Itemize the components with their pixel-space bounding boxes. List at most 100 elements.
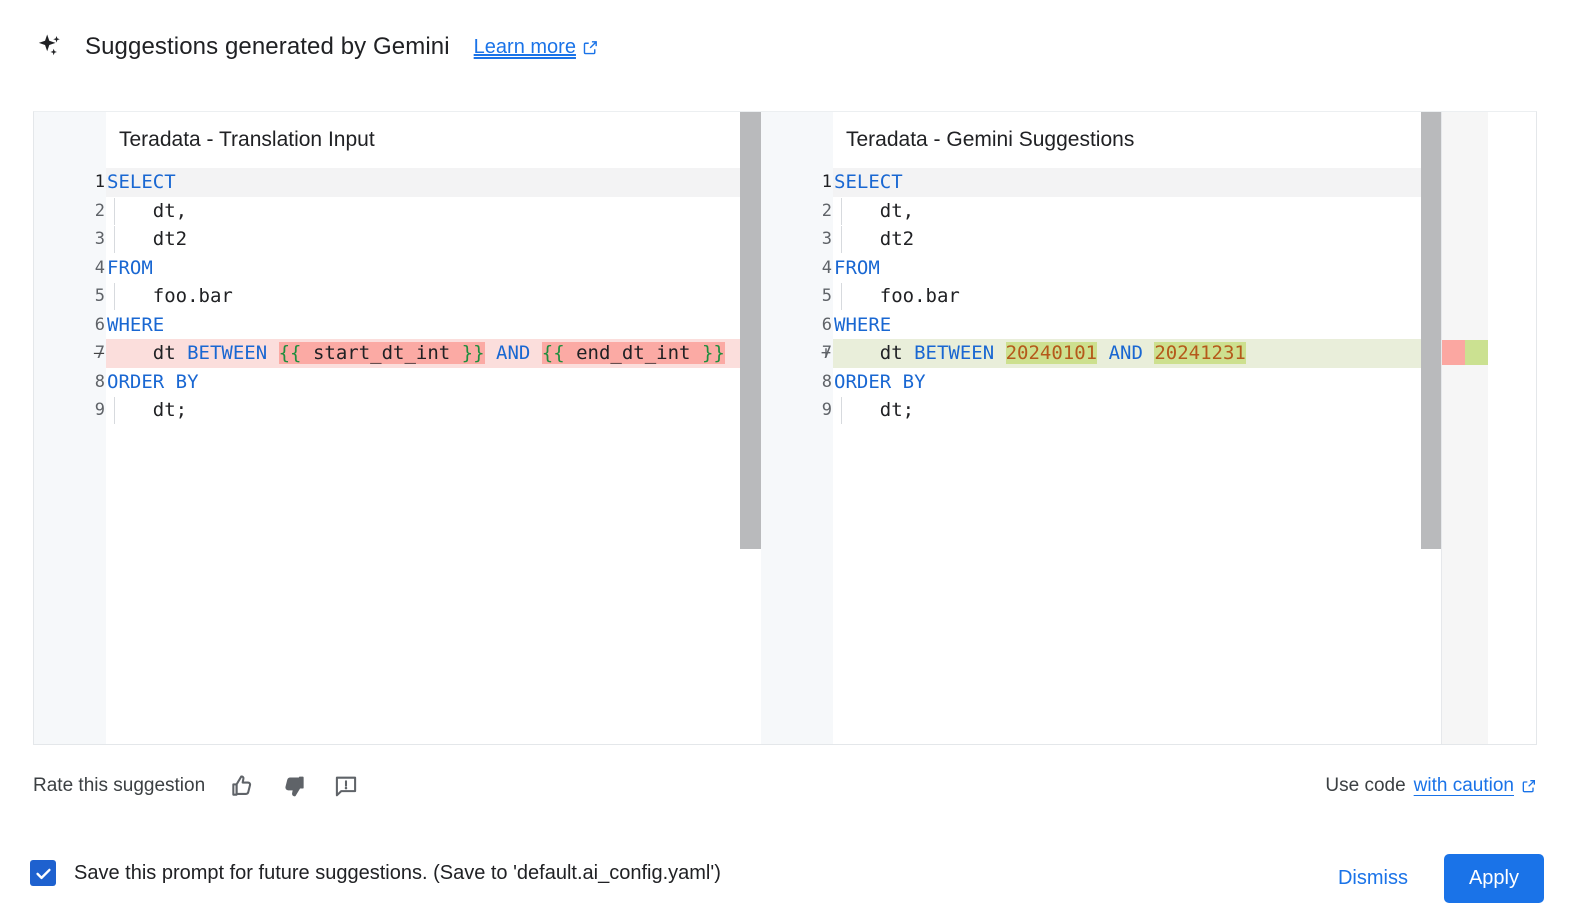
code-row[interactable]: dt, <box>833 197 1488 226</box>
report-feedback-icon[interactable] <box>331 771 361 801</box>
line-number: 8 <box>94 371 105 392</box>
code-row[interactable]: SELECT <box>833 168 1488 197</box>
footer-bar: Save this prompt for future suggestions.… <box>0 838 1574 918</box>
code-token: AND <box>496 342 531 364</box>
use-code-prefix: Use code <box>1325 775 1406 796</box>
save-prompt-checkbox[interactable] <box>30 860 56 886</box>
gutter-row: 5 <box>761 282 833 311</box>
code-token: dt, <box>107 199 188 222</box>
gutter-row: 9 <box>761 396 833 425</box>
ruler-mark-deleted <box>1442 340 1465 365</box>
code-line: foo.bar <box>106 282 233 311</box>
code-line: dt BETWEEN {{ start_dt_int }} AND {{ end… <box>106 339 725 368</box>
scrollbar-left[interactable] <box>740 112 761 744</box>
code-row[interactable]: dt; <box>106 396 761 425</box>
save-prompt-checkbox-group[interactable]: Save this prompt for future suggestions.… <box>30 860 721 886</box>
page-title: Suggestions generated by Gemini <box>85 33 450 60</box>
code-token: FROM <box>107 256 153 279</box>
gutter-row: 1 <box>34 168 106 197</box>
line-number: 3 <box>821 229 832 249</box>
indent-guide <box>114 397 115 424</box>
line-number: 2 <box>821 200 832 221</box>
code-row[interactable]: foo.bar <box>833 282 1488 311</box>
external-link-icon <box>582 39 599 56</box>
code-line: SELECT <box>106 168 176 197</box>
code-row[interactable]: dt2 <box>833 225 1488 254</box>
learn-more-link[interactable]: Learn more <box>474 36 599 59</box>
line-highlight <box>833 225 1488 254</box>
code-token: dt <box>834 342 915 364</box>
code-line: dt BETWEEN 20240101 AND 20241231 <box>833 339 1246 368</box>
rate-group: Rate this suggestion <box>33 764 361 808</box>
gutter-row: 4 <box>761 254 833 283</box>
thumb-up-icon[interactable] <box>227 771 257 801</box>
code-token <box>267 342 278 364</box>
line-number: 6 <box>821 314 832 335</box>
line-highlight <box>106 368 761 397</box>
gutter-row: 9 <box>34 396 106 425</box>
code-row[interactable]: WHERE <box>833 311 1488 340</box>
code-line: dt2 <box>833 225 914 254</box>
code-line: ORDER BY <box>833 368 926 397</box>
external-link-icon <box>1521 778 1537 794</box>
gutter-row: 8 <box>761 368 833 397</box>
code-row[interactable]: dt BETWEEN {{ start_dt_int }} AND {{ end… <box>106 339 761 368</box>
thumb-down-icon[interactable] <box>279 771 309 801</box>
code-token: WHERE <box>107 313 165 336</box>
code-row[interactable]: ORDER BY <box>833 368 1488 397</box>
line-highlight <box>106 254 761 283</box>
gutter-row: 2 <box>34 197 106 226</box>
line-number: 3 <box>94 229 105 249</box>
with-caution-link[interactable]: with caution <box>1413 775 1514 796</box>
line-number: 4 <box>94 257 105 278</box>
rate-label: Rate this suggestion <box>33 775 206 796</box>
code-token: }} <box>701 342 725 364</box>
code-token: dt2 <box>107 228 188 250</box>
rate-bar: Rate this suggestion Use code with cauti… <box>33 764 1537 808</box>
code-token: WHERE <box>834 313 892 336</box>
gutter-row: 1 <box>761 168 833 197</box>
scrollbar-right[interactable] <box>1421 112 1442 744</box>
line-number: 7 <box>94 343 105 363</box>
code-row[interactable]: ORDER BY <box>106 368 761 397</box>
code-token: 20241231 <box>1154 342 1246 364</box>
gemini-header: Suggestions generated by Gemini Learn mo… <box>33 24 599 70</box>
gutter-row: 6 <box>761 311 833 340</box>
gutter-row: 5 <box>34 282 106 311</box>
scrollbar-thumb-left[interactable] <box>740 112 761 549</box>
line-number: 4 <box>821 257 832 278</box>
line-highlight <box>833 197 1488 226</box>
line-highlight <box>106 168 761 197</box>
scrollbar-thumb-right[interactable] <box>1421 112 1442 549</box>
code-row[interactable]: FROM <box>833 254 1488 283</box>
code-row[interactable]: dt, <box>106 197 761 226</box>
code-row[interactable]: WHERE <box>106 311 761 340</box>
overview-ruler[interactable] <box>1441 112 1488 744</box>
code-row[interactable]: SELECT <box>106 168 761 197</box>
line-highlight <box>106 225 761 254</box>
gutter-row: 3 <box>761 225 833 254</box>
code-token: 20240101 <box>1005 342 1098 364</box>
code-token: SELECT <box>107 171 176 193</box>
code-line: dt; <box>106 396 187 425</box>
diff-sign: + <box>820 343 832 363</box>
code-row[interactable]: dt BETWEEN 20240101 AND 20241231 <box>833 339 1488 368</box>
learn-more-label: Learn more <box>473 35 576 58</box>
gutter-row: 2 <box>761 197 833 226</box>
line-highlight <box>833 396 1488 425</box>
code-row[interactable]: dt2 <box>106 225 761 254</box>
use-code-caution: Use code with caution <box>1325 764 1537 808</box>
code-row[interactable]: dt; <box>833 396 1488 425</box>
code-token: dt; <box>107 399 188 421</box>
code-token <box>994 342 1005 364</box>
code-row[interactable]: foo.bar <box>106 282 761 311</box>
code-line: WHERE <box>833 311 891 340</box>
code-row[interactable]: FROM <box>106 254 761 283</box>
gutter-row: 4 <box>34 254 106 283</box>
apply-button[interactable]: Apply <box>1443 854 1544 903</box>
dismiss-button[interactable]: Dismiss <box>1324 855 1422 902</box>
indent-guide <box>114 197 115 225</box>
code-token: BETWEEN <box>914 342 995 364</box>
